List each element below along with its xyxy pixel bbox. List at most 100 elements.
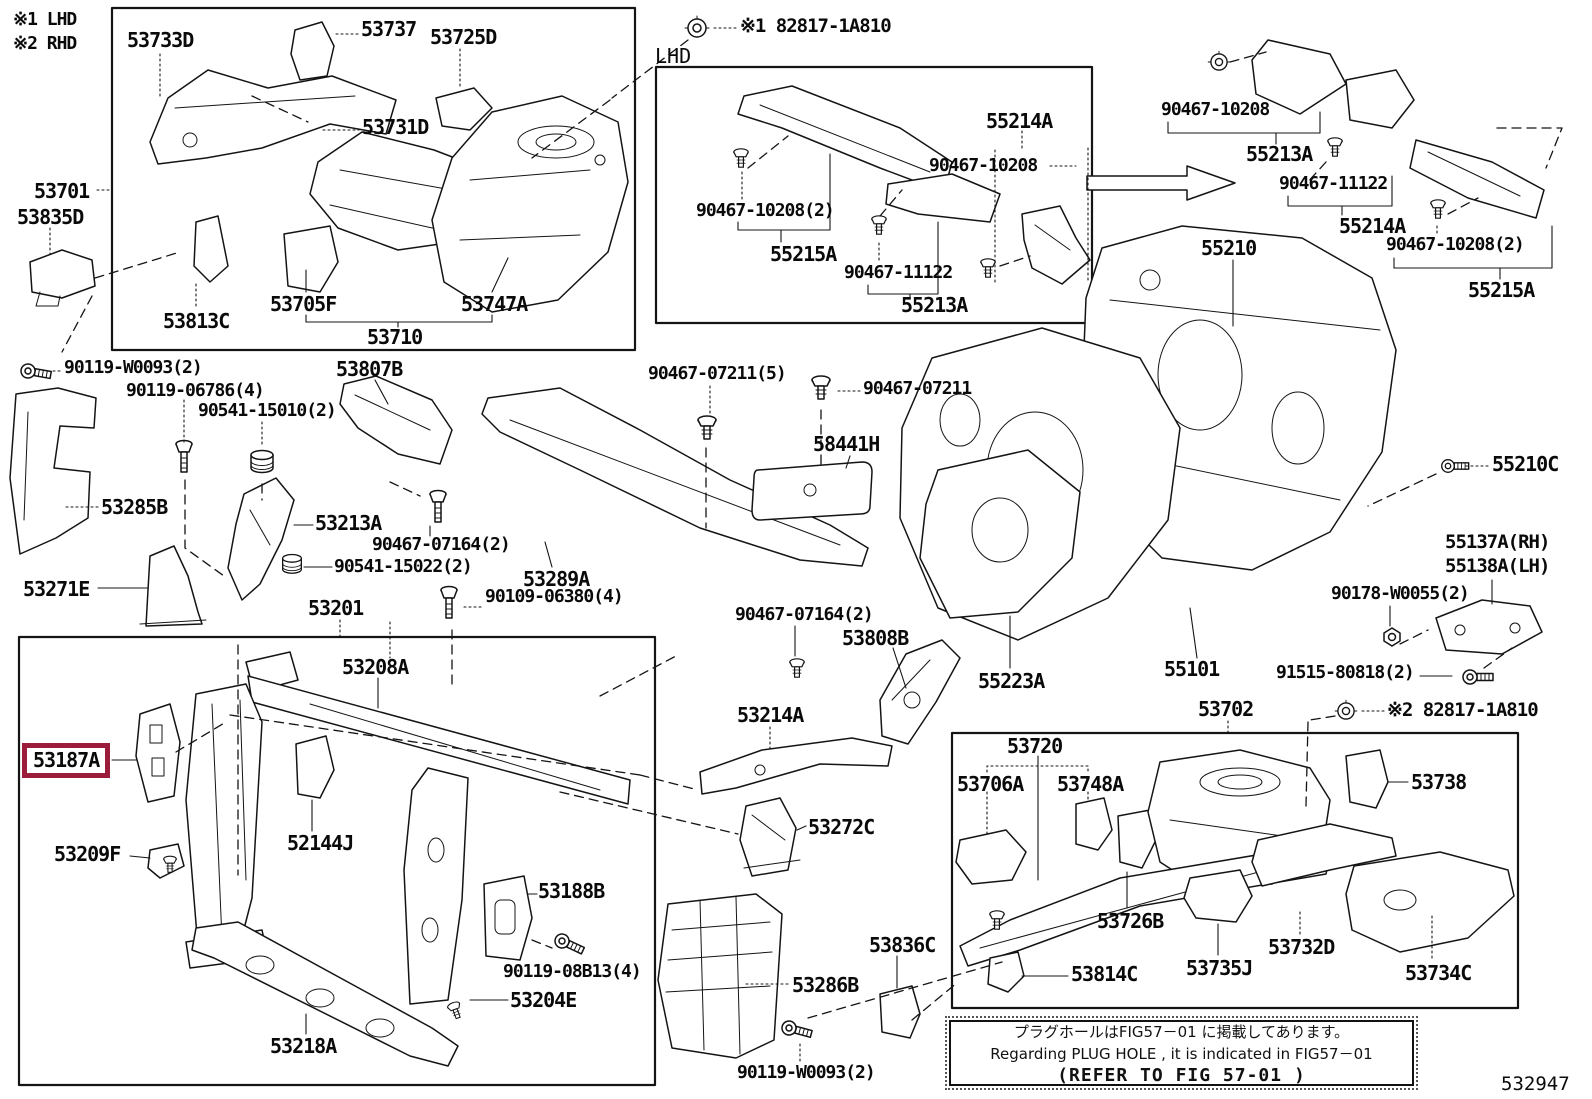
part-label-53720-66[interactable]: 53720 xyxy=(1007,734,1063,758)
part-label-90119W00932-65[interactable]: 90119-W0093(2) xyxy=(737,1062,876,1083)
part-label-53201-39[interactable]: 53201 xyxy=(308,596,364,620)
part-label-53701-6[interactable]: 53701 xyxy=(34,179,90,203)
part-label-53213A-35[interactable]: 53213A xyxy=(315,511,382,535)
part-label-55214A-18[interactable]: 55214A xyxy=(986,109,1053,133)
screw-icon xyxy=(175,439,193,473)
lhd-cowl-brace-box xyxy=(654,65,1094,325)
fender-apron-assembly-drawing xyxy=(29,21,629,313)
part-label-9011908B134-56[interactable]: 90119-08B13(4) xyxy=(503,961,642,982)
part-label-53836C-64[interactable]: 53836C xyxy=(869,933,936,957)
part-label-90467102082-24[interactable]: 90467-10208(2) xyxy=(1386,234,1525,255)
part-label-53747A-10[interactable]: 53747A xyxy=(461,292,528,316)
part-label-53214A-61[interactable]: 53214A xyxy=(737,703,804,727)
part-label-53733D-2[interactable]: 53733D xyxy=(127,28,194,52)
note-rhd: ※2 RHD xyxy=(13,33,77,54)
radiator-support-box xyxy=(17,635,657,1087)
part-label-55223A-46[interactable]: 55223A xyxy=(978,669,1045,693)
bolt-icon xyxy=(1462,669,1494,685)
part-label-53286B-63[interactable]: 53286B xyxy=(792,973,859,997)
part-label-91515808182-48[interactable]: 91515-80818(2) xyxy=(1276,662,1415,683)
part-label-53710-11[interactable]: 53710 xyxy=(367,325,423,349)
part-label-53813C-8[interactable]: 53813C xyxy=(163,309,230,333)
part-label-9046711122-22[interactable]: 90467-11122 xyxy=(1279,173,1388,194)
part-label-52144J-54[interactable]: 52144J xyxy=(287,831,354,855)
screw-icon xyxy=(440,585,458,619)
part-label-53702-49[interactable]: 53702 xyxy=(1198,697,1254,721)
misc-parts-drawing xyxy=(9,375,961,1059)
grommet-icon xyxy=(1334,699,1358,720)
part-label-53187A-52[interactable]: 53187A xyxy=(22,743,111,778)
clip-icon xyxy=(446,1000,465,1021)
part-label-9046710208-19[interactable]: 90467-10208 xyxy=(929,155,1038,176)
part-label-55213A-17[interactable]: 55213A xyxy=(901,293,968,317)
part-label-53835D-7[interactable]: 53835D xyxy=(17,205,84,229)
part-label-55210-26[interactable]: 55210 xyxy=(1201,236,1257,260)
part-label-53272C-62[interactable]: 53272C xyxy=(808,815,875,839)
part-label-53204E-57[interactable]: 53204E xyxy=(510,988,577,1012)
part-label-55101-47[interactable]: 55101 xyxy=(1164,657,1220,681)
dash-panel-drawing xyxy=(899,225,1543,655)
part-label-90467102082-14[interactable]: 90467-10208(2) xyxy=(696,200,835,221)
part-label-9046711122-16[interactable]: 90467-11122 xyxy=(844,262,953,283)
part-label-90119067864-28[interactable]: 90119-06786(4) xyxy=(126,380,265,401)
part-label-9046710208-20[interactable]: 90467-10208 xyxy=(1161,99,1270,120)
part-label-53725D-4[interactable]: 53725D xyxy=(430,25,497,49)
part-label-53706A-67[interactable]: 53706A xyxy=(957,772,1024,796)
note-line-english: Regarding PLUG HOLE , it is indicated in… xyxy=(990,1044,1373,1063)
part-label-53731D-5[interactable]: 53731D xyxy=(362,115,429,139)
part-label-53188B-55[interactable]: 53188B xyxy=(538,879,605,903)
plug-hole-note-inner: プラグホールはFIG57－01 に掲載してあります。 Regarding PLU… xyxy=(949,1020,1414,1086)
part-label-53738-69[interactable]: 53738 xyxy=(1411,770,1467,794)
screw-icon xyxy=(429,489,447,523)
dashed-connector-lines xyxy=(61,39,1563,1021)
part-label-53808B-60[interactable]: 53808B xyxy=(842,626,909,650)
part-label-55215A-15[interactable]: 55215A xyxy=(770,242,837,266)
part-label-9046707211-32[interactable]: 90467-07211 xyxy=(863,378,972,399)
part-label-82817-1A810-rhd[interactable]: ※2 82817-1A810 xyxy=(1387,699,1539,721)
nut-icon xyxy=(1383,627,1401,647)
part-label-90109063804-40[interactable]: 90109-06380(4) xyxy=(485,586,624,607)
part-label-53807B-30[interactable]: 53807B xyxy=(336,357,403,381)
part-label-90467071642-36[interactable]: 90467-07164(2) xyxy=(372,534,511,555)
part-label-53726B-70[interactable]: 53726B xyxy=(1097,909,1164,933)
part-label-55137ARH-43[interactable]: 55137A(RH) xyxy=(1445,531,1550,553)
part-label-53218A-58[interactable]: 53218A xyxy=(270,1034,337,1058)
part-label-90541150222-37[interactable]: 90541-15022(2) xyxy=(334,556,473,577)
rhd-cowl-brace-drawing xyxy=(1251,39,1545,219)
part-label-55138ALH-44[interactable]: 55138A(LH) xyxy=(1445,555,1550,577)
part-label-90467072115-31[interactable]: 90467-07211(5) xyxy=(648,363,787,384)
part-label-82817-1A810-lhd[interactable]: ※1 82817-1A810 xyxy=(740,15,892,37)
part-label-53748A-68[interactable]: 53748A xyxy=(1057,772,1124,796)
part-label-53705F-9[interactable]: 53705F xyxy=(270,292,337,316)
figure-number: 532947 xyxy=(1501,1073,1570,1095)
note-line-refer: (REFER TO FIG 57-01 ) xyxy=(1057,1064,1306,1086)
part-label-90119W00932-27[interactable]: 90119-W0093(2) xyxy=(64,357,203,378)
lhd-cowl-brace-drawing xyxy=(737,85,1091,285)
apron-rh-drawing xyxy=(955,749,1515,993)
part-label-53734C-74[interactable]: 53734C xyxy=(1405,961,1472,985)
part-label-53208A-51[interactable]: 53208A xyxy=(342,655,409,679)
apron-rh-assembly-box xyxy=(950,731,1520,1010)
part-label-55215A-25[interactable]: 55215A xyxy=(1468,278,1535,302)
part-label-53737-3[interactable]: 53737 xyxy=(361,17,417,41)
plug-hole-note-box: プラグホールはFIG57－01 に掲載してあります。 Regarding PLU… xyxy=(945,1016,1418,1090)
part-label-90467071642-59[interactable]: 90467-07164(2) xyxy=(735,604,874,625)
part-label-53732D-73[interactable]: 53732D xyxy=(1268,935,1335,959)
part-label-55210C-42[interactable]: 55210C xyxy=(1492,452,1559,476)
part-label-55213A-21[interactable]: 55213A xyxy=(1246,142,1313,166)
grommet-icon xyxy=(684,15,710,38)
part-label-53285B-34[interactable]: 53285B xyxy=(101,495,168,519)
part-label-58441H-33[interactable]: 58441H xyxy=(813,432,880,456)
rhd-direction-arrow-icon xyxy=(1086,165,1236,201)
bolt-icon xyxy=(551,930,587,958)
part-label-55214A-23[interactable]: 55214A xyxy=(1339,214,1406,238)
part-label-53209F-53[interactable]: 53209F xyxy=(54,842,121,866)
part-label-90178W00552-45[interactable]: 90178-W0055(2) xyxy=(1331,583,1470,604)
leader-lines xyxy=(97,111,1553,1035)
part-label-53289A-41[interactable]: 53289A xyxy=(523,567,590,591)
part-label-53814C-71[interactable]: 53814C xyxy=(1071,962,1138,986)
part-label-53735J-72[interactable]: 53735J xyxy=(1186,956,1253,980)
part-label-90541150102-29[interactable]: 90541-15010(2) xyxy=(198,400,337,421)
part-label-53271E-38[interactable]: 53271E xyxy=(23,577,90,601)
